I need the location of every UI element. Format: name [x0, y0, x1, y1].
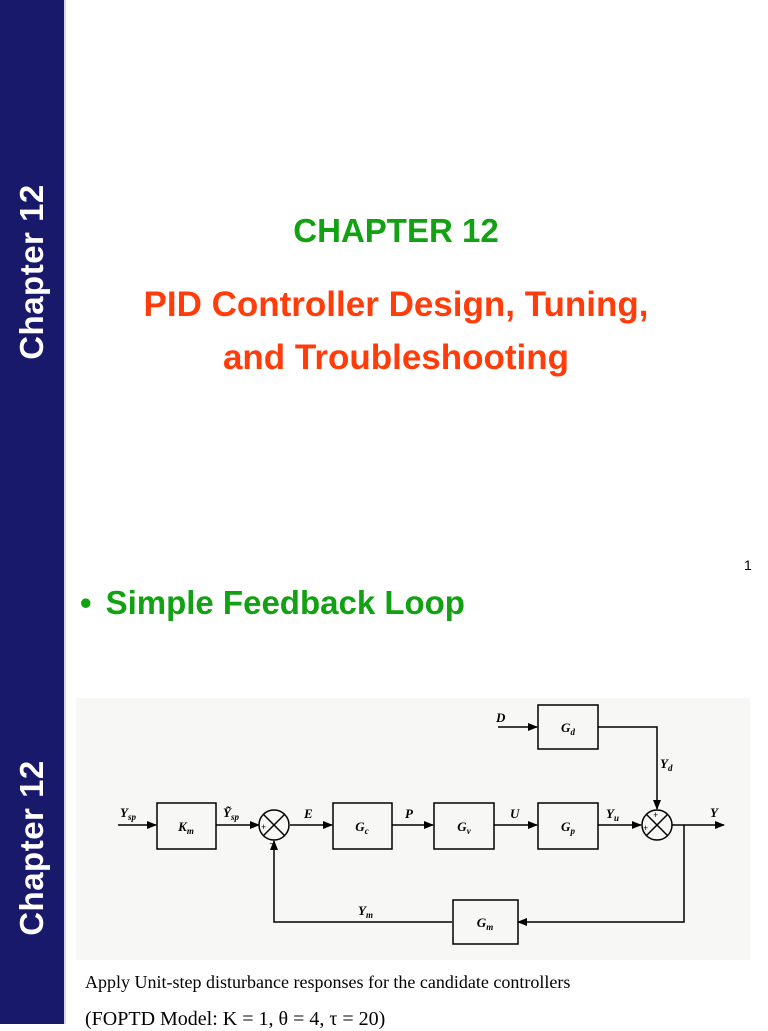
- svg-text:+: +: [653, 810, 658, 820]
- block-gp: [537, 802, 599, 850]
- svg-text:E: E: [303, 806, 313, 821]
- sidebar-chapter-label: Chapter 12: [13, 760, 50, 936]
- svg-text:Gv: Gv: [457, 819, 471, 836]
- title-line-2: and Troubleshooting: [222, 338, 570, 377]
- block-gm: [452, 899, 519, 945]
- svg-text:Gm: Gm: [477, 915, 493, 932]
- chapter-heading: CHAPTER 12: [293, 212, 499, 249]
- svg-text:U: U: [510, 806, 520, 821]
- svg-text:Gp: Gp: [561, 819, 575, 836]
- svg-text:−: −: [269, 839, 275, 850]
- block-diagram: Km Gc Gv Gp Gd Gm Ysp Ỹsp E P U Yu Y Yd …: [76, 698, 750, 960]
- summing-junction-2: [641, 809, 673, 841]
- svg-text:P: P: [405, 806, 414, 821]
- svg-text:Ym: Ym: [358, 903, 373, 920]
- svg-text:D: D: [495, 710, 506, 725]
- bullet-heading: • Simple Feedback Loop: [80, 584, 465, 622]
- caption-line-1: Apply Unit-step disturbance responses fo…: [85, 972, 571, 992]
- svg-text:+: +: [643, 823, 648, 833]
- svg-text:+: +: [261, 822, 266, 832]
- svg-text:Ysp: Ysp: [120, 805, 136, 822]
- block-km: [156, 802, 217, 850]
- svg-text:Ỹsp: Ỹsp: [223, 805, 239, 822]
- title-line-1: PID Controller Design, Tuning,: [143, 285, 649, 324]
- bullet-icon: •: [80, 584, 92, 621]
- block-gd: [537, 704, 599, 750]
- chapter-sidebar: Chapter 12: [0, 0, 66, 576]
- block-gc: [332, 802, 393, 850]
- svg-text:Gd: Gd: [561, 720, 575, 737]
- svg-text:Yu: Yu: [606, 806, 619, 823]
- bullet-text: Simple Feedback Loop: [105, 584, 465, 621]
- page-number: 1: [744, 557, 752, 573]
- sidebar-chapter-label: Chapter 12: [13, 184, 50, 360]
- chapter-sidebar: Chapter 12: [0, 576, 66, 1024]
- svg-text:Y: Y: [710, 805, 719, 820]
- block-gv: [433, 802, 495, 850]
- svg-text:Gc: Gc: [355, 819, 368, 836]
- title-slide: Chapter 12 CHAPTER 12 PID Controller Des…: [0, 0, 752, 576]
- feedback-loop-slide: Chapter 12 • Simple Feedback Loop: [0, 576, 768, 1030]
- summing-junction-1: [258, 809, 290, 841]
- slide-title: PID Controller Design, Tuning, and Troub…: [64, 278, 728, 384]
- feedback-loop-diagram: Km Gc Gv Gp Gd Gm Ysp Ỹsp E P U Yu Y Yd …: [118, 704, 725, 945]
- svg-text:Km: Km: [177, 819, 194, 836]
- svg-text:Yd: Yd: [660, 756, 673, 773]
- caption-line-2: (FOPTD Model: K = 1, θ = 4, τ = 20): [85, 1008, 386, 1030]
